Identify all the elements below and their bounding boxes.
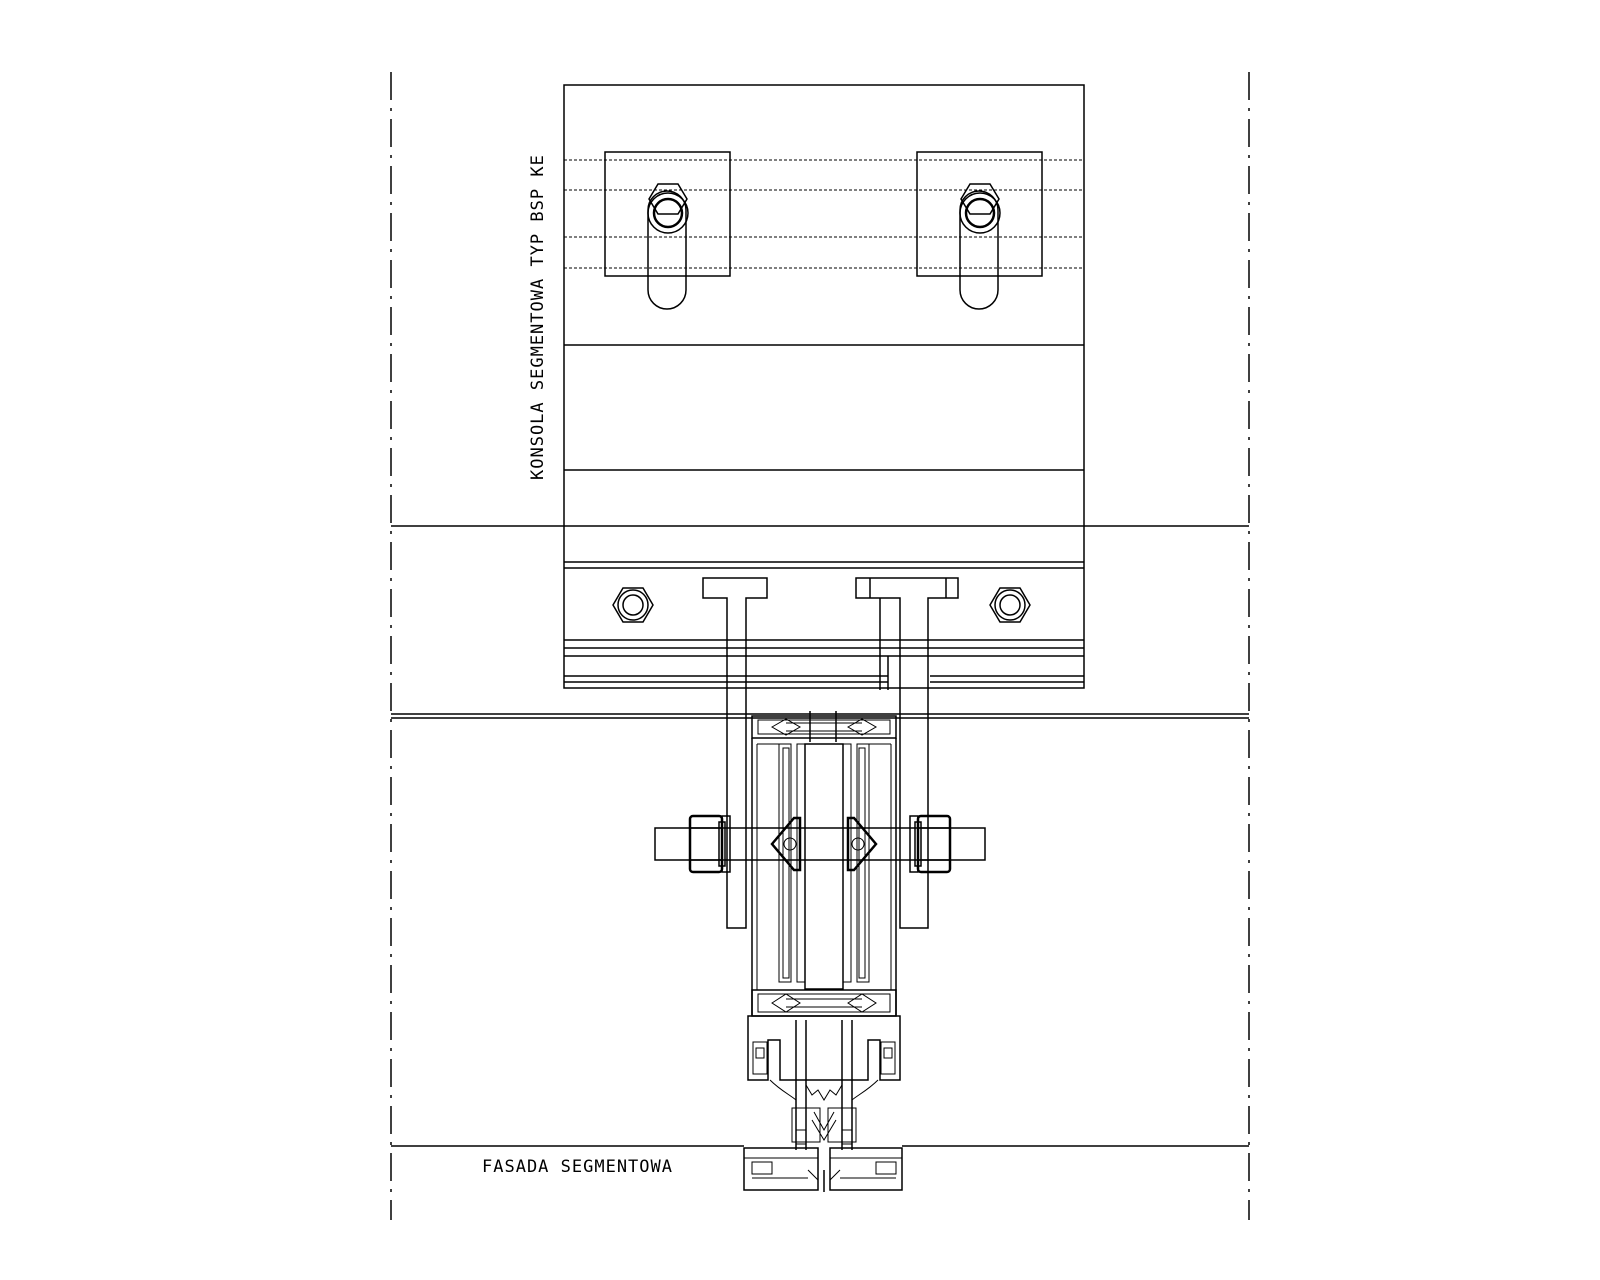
slab-edge bbox=[391, 525, 1249, 719]
t-hanger-left bbox=[702, 577, 768, 929]
anchor-plate-left bbox=[604, 151, 731, 310]
facade-transom-profile bbox=[743, 1147, 903, 1192]
bracket-nut-right bbox=[989, 587, 1031, 623]
facade-mullion-profile bbox=[747, 711, 901, 1150]
bracket-label: KONSOLA SEGMENTOWA TYP BSP KE bbox=[528, 154, 548, 480]
anchor-plate-right bbox=[916, 151, 1043, 310]
bracket-plate bbox=[563, 84, 1085, 689]
outer-centerlines bbox=[390, 72, 1250, 1220]
facade-label: FASADA SEGMENTOWA bbox=[482, 1157, 673, 1177]
threaded-rod-assembly bbox=[654, 814, 986, 874]
anchor-rail-hidden-lines bbox=[564, 159, 1084, 269]
bracket-nut-left bbox=[612, 587, 654, 623]
t-hanger-right bbox=[855, 577, 959, 929]
